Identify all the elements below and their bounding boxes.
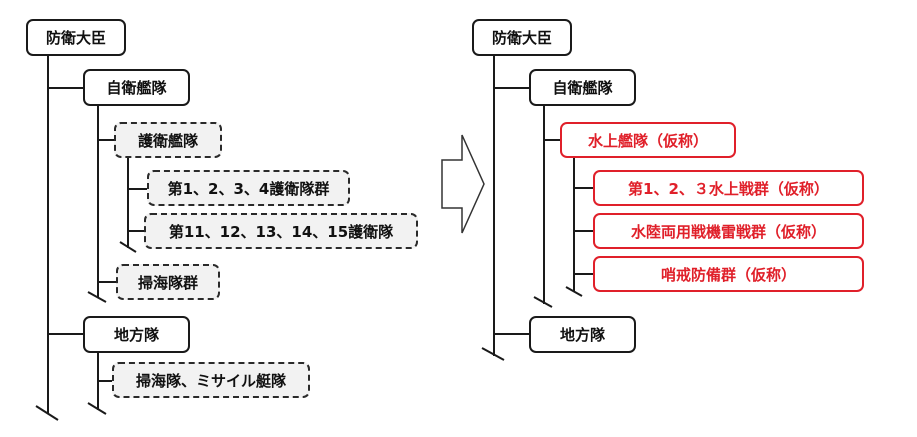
- tick-end: [481, 347, 505, 361]
- tick-end: [533, 296, 553, 308]
- tick-end: [119, 241, 137, 253]
- node-district-units: 掃海隊、ミサイル艇隊: [112, 362, 310, 398]
- right-arrow-icon: [441, 134, 485, 234]
- node-surface-groups: 第1、2、３水上戦群（仮称）: [593, 170, 864, 206]
- node-defense-minister: 防衛大臣: [26, 19, 126, 56]
- node-surface-fleet: 水上艦隊（仮称）: [560, 122, 736, 158]
- node-escort-fleet: 護衛艦隊: [114, 122, 222, 158]
- tick-end: [565, 286, 583, 297]
- node-escort-groups: 第1、2、3、4護衛隊群: [147, 170, 350, 206]
- tick-end: [87, 402, 107, 415]
- node-district-force: 地方隊: [83, 316, 190, 353]
- tick-end: [87, 291, 107, 303]
- node-district-force-after: 地方隊: [529, 316, 636, 353]
- node-self-defense-fleet-after: 自衛艦隊: [529, 69, 636, 106]
- node-defense-minister-after: 防衛大臣: [472, 19, 572, 56]
- node-patrol-defense-group: 哨戒防備群（仮称）: [593, 256, 864, 292]
- tick-end: [35, 405, 59, 421]
- node-self-defense-fleet: 自衛艦隊: [83, 69, 190, 106]
- node-minesweeper-group: 掃海隊群: [116, 264, 220, 300]
- node-escort-divisions: 第11、12、13、14、15護衛隊: [144, 213, 418, 249]
- node-amphibious-mine-group: 水陸両用戦機雷戦群（仮称）: [593, 213, 864, 249]
